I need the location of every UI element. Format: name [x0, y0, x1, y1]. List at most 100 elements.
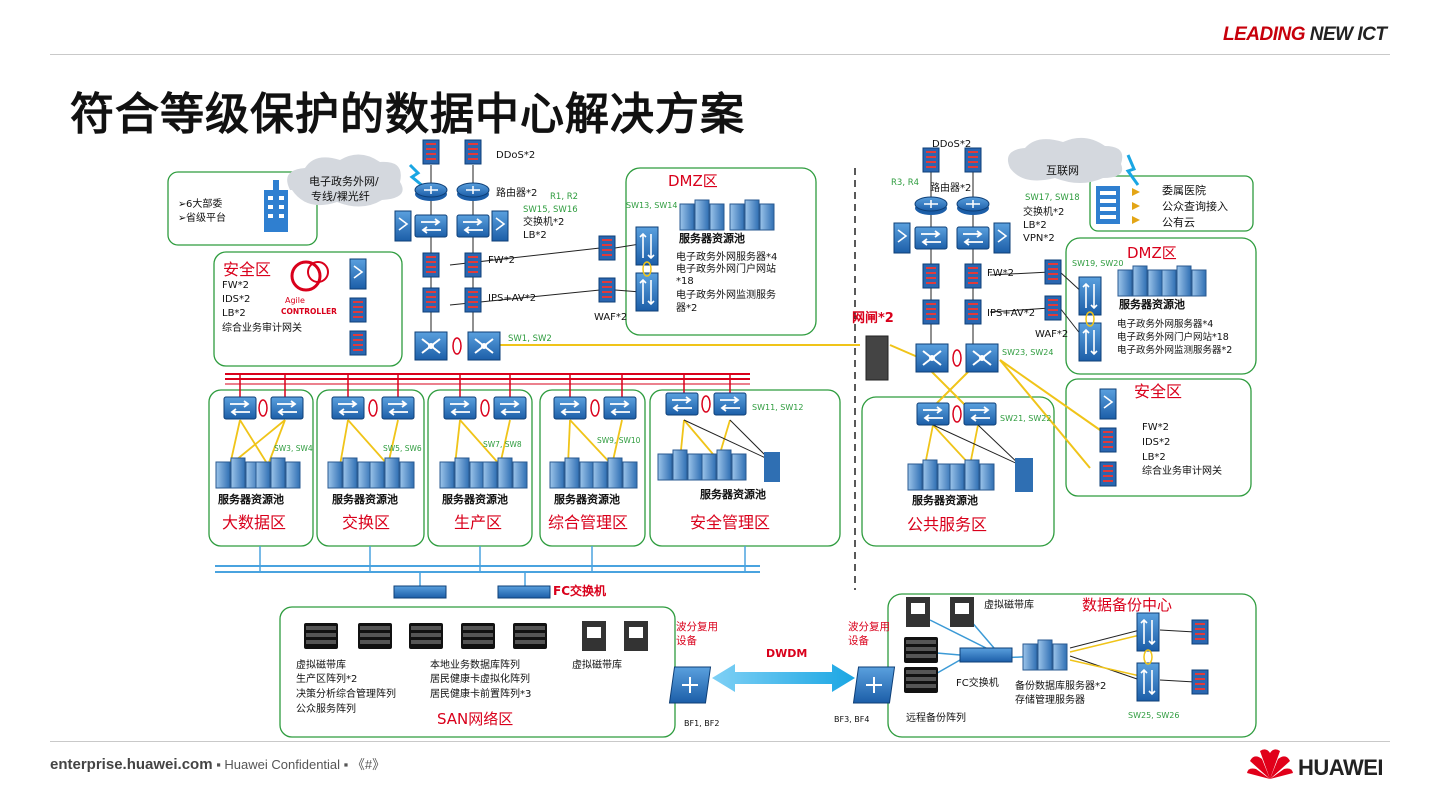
fw-label: FW*2: [987, 268, 1014, 279]
san-item: 生产区阵列*2: [296, 672, 357, 685]
switch-icon: [414, 214, 448, 238]
security-item: IDS*2: [1142, 437, 1170, 448]
switch-icon: [963, 402, 997, 426]
brand-tagline: LEADING NEW ICT: [1223, 24, 1387, 46]
zone-pool-label: 服务器资源池: [912, 493, 978, 507]
dmz-item: 电子政务外网监测服务: [676, 288, 776, 301]
core-switch-icon: [915, 343, 949, 373]
server-pool-icon: [1117, 265, 1163, 297]
huawei-logo-icon: [1247, 749, 1293, 779]
security-device-icon: [349, 330, 367, 356]
waf-icon: [1044, 295, 1062, 321]
ips-label: IPS+AV*2: [987, 308, 1035, 319]
ddos-device-icon: [422, 139, 440, 165]
bf-ids: BF3, BF4: [834, 715, 869, 724]
svg-text:➢: ➢: [178, 213, 186, 224]
dmz-lb-icon: [635, 226, 659, 266]
raid-array-icon: [904, 637, 938, 663]
core-switch-icon: [467, 331, 501, 361]
client-label: 6大部委: [186, 197, 222, 210]
tape-library-icon: [950, 597, 974, 627]
ips-icon: [922, 299, 940, 325]
zone-name: 公共服务区: [907, 515, 987, 534]
waf-icon: [1044, 259, 1062, 285]
huawei-logo-text: HUAWEI: [1298, 755, 1384, 780]
router-icon: [414, 182, 448, 202]
security-item: FW*2: [222, 280, 249, 291]
dmz-lb-icon: [1078, 322, 1102, 362]
client-label: 省级平台: [186, 211, 226, 224]
raid-arrays: [304, 621, 648, 651]
waf-icon: [598, 235, 616, 261]
right-client-box: [1089, 175, 1254, 232]
zone-switch-ids: SW5, SW6: [383, 444, 422, 453]
blue-bus: [215, 565, 760, 573]
wdm-label: 波分复用: [676, 620, 718, 633]
zone-name: 大数据区: [222, 513, 286, 532]
cloud-label: 互联网: [1046, 164, 1079, 177]
san-item: 公众服务阵列: [296, 702, 356, 715]
agg-switch-ids: SW23, SW24: [1002, 348, 1053, 357]
fw-label: FW*2: [488, 255, 515, 266]
switch-icon: [956, 226, 990, 250]
security-item: FW*2: [1142, 422, 1169, 433]
san-item: 居民健康卡前置阵列*3: [430, 687, 531, 700]
dmz-pool-label: 服务器资源池: [1119, 297, 1185, 311]
zone-switch-ids: SW3, SW4: [274, 444, 313, 453]
ddos-label: DDoS*2: [932, 139, 971, 150]
ips-icon: [464, 287, 482, 313]
security-device-icon: [1099, 461, 1117, 487]
server-rack-icon: [1096, 186, 1120, 224]
dmz-item: 电子政务外网门户网站: [676, 262, 776, 275]
left-security-zone: [213, 251, 403, 367]
security-device-icon: [1099, 427, 1117, 453]
san-title: SAN网络区: [437, 710, 513, 728]
wdm-label: 波分复用: [848, 620, 890, 633]
dmz-lb-icon: [635, 272, 659, 312]
security-item: IDS*2: [222, 294, 250, 305]
dmz-title: DMZ区: [668, 172, 718, 190]
arrow-icons: [1132, 188, 1140, 224]
right-security-zone: [1065, 378, 1252, 497]
footer-bullet: ▪: [343, 757, 352, 772]
zone-switch-ids: SW21, SW22: [1000, 414, 1051, 423]
core-switch-ids: SW17, SW18: [1025, 193, 1080, 203]
fc-switch-icon: [497, 585, 551, 599]
dmz-item: 电子政务外网服务器*4: [1117, 318, 1213, 330]
security-item: LB*2: [1142, 452, 1166, 463]
zone-switch-ids: SW7, SW8: [483, 440, 522, 449]
zone-name: 生产区: [454, 513, 502, 532]
dwdm-link-arrow: [712, 664, 855, 692]
security-title: 安全区: [223, 260, 271, 279]
backup-center-zone: [887, 593, 1257, 738]
backup-firewall-icon: [1191, 619, 1209, 645]
lb-device-icon: [893, 222, 911, 254]
security-item: 综合业务审计网关: [222, 321, 302, 334]
waf-label: WAF*2: [1035, 329, 1068, 340]
firewall-icon: [964, 263, 982, 289]
ips-label: IPS+AV*2: [488, 293, 536, 304]
security-item: LB*2: [222, 308, 246, 319]
waf-label: WAF*2: [594, 312, 627, 323]
wdm-label: 设备: [676, 634, 697, 647]
vpn-label: VPN*2: [1023, 233, 1055, 244]
header-divider: [50, 54, 1390, 55]
security-device-icon: [349, 258, 367, 290]
footer-page: 《#》: [351, 757, 386, 772]
zone-name: 交换区: [342, 513, 390, 532]
router-icon: [914, 196, 948, 216]
left-client-box: [167, 171, 318, 246]
backup-switch-ids: SW25, SW26: [1128, 711, 1179, 720]
router-label: 路由器*2: [930, 181, 971, 194]
lb-label: LB*2: [523, 230, 547, 241]
left-dmz-zone: [625, 167, 817, 336]
backup-item: 存储管理服务器: [1015, 693, 1085, 706]
brand-new-ict: NEW ICT: [1309, 24, 1387, 45]
dmz-lb-icon: [1078, 276, 1102, 316]
security-item: 综合业务审计网关: [1142, 464, 1222, 477]
building-icon: [264, 180, 288, 232]
zone-pool-label: 服务器资源池: [554, 492, 620, 506]
backup-item: 虚拟磁带库: [984, 598, 1034, 611]
ddos-device-icon: [464, 139, 482, 165]
